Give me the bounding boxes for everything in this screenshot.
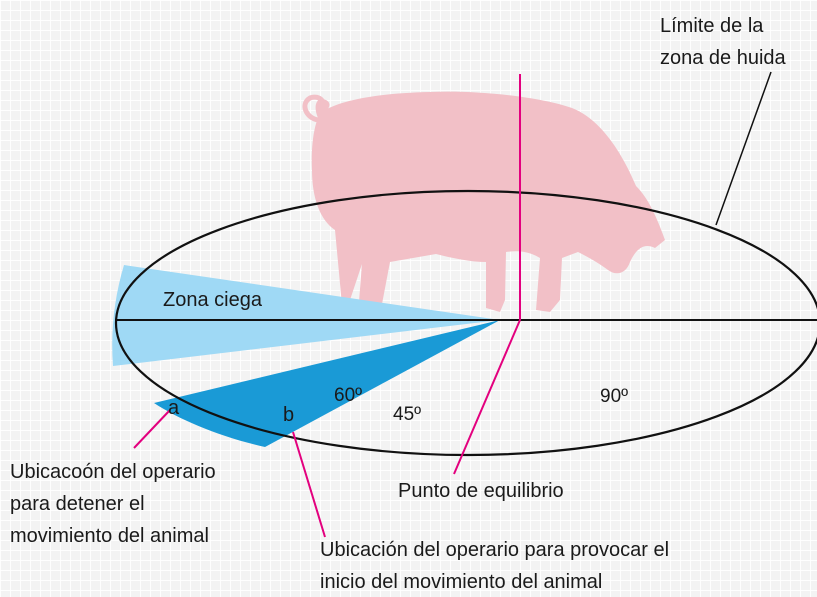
stop-zone-sector	[154, 320, 500, 447]
blind-zone-sector	[112, 265, 501, 366]
pig-tail	[302, 94, 326, 123]
balance-point-pointer	[453, 319, 521, 475]
balance-point-label: Punto de equilibrio	[398, 480, 564, 502]
angle-60-label: 60º	[334, 385, 362, 406]
operator-start-label-2: inicio del movimiento del animal	[320, 571, 602, 593]
operator-start-pointer	[292, 431, 326, 538]
operator-stop-pointer	[133, 409, 171, 449]
angle-90-label: 90º	[600, 386, 628, 407]
pig-illustration	[302, 91, 665, 317]
flight-zone-boundary	[115, 189, 817, 457]
point-a-label: a	[168, 397, 180, 419]
operator-start-label-1: Ubicación del operario para provocar el	[320, 539, 669, 561]
operator-stop-label-1: Ubicacoón del operario	[10, 461, 216, 483]
point-b-label: b	[283, 404, 294, 426]
flight-zone-limit-label-1: Límite de la	[660, 15, 764, 37]
angle-45-label: 45º	[393, 404, 421, 425]
flight-limit-pointer	[715, 71, 772, 226]
pig-body	[311, 91, 665, 317]
flight-zone-limit-label-2: zona de huida	[660, 47, 787, 69]
operator-stop-label-2: para detener el	[10, 493, 145, 515]
operator-stop-label-3: movimiento del animal	[10, 525, 209, 547]
blind-zone-label: Zona ciega	[163, 289, 263, 311]
